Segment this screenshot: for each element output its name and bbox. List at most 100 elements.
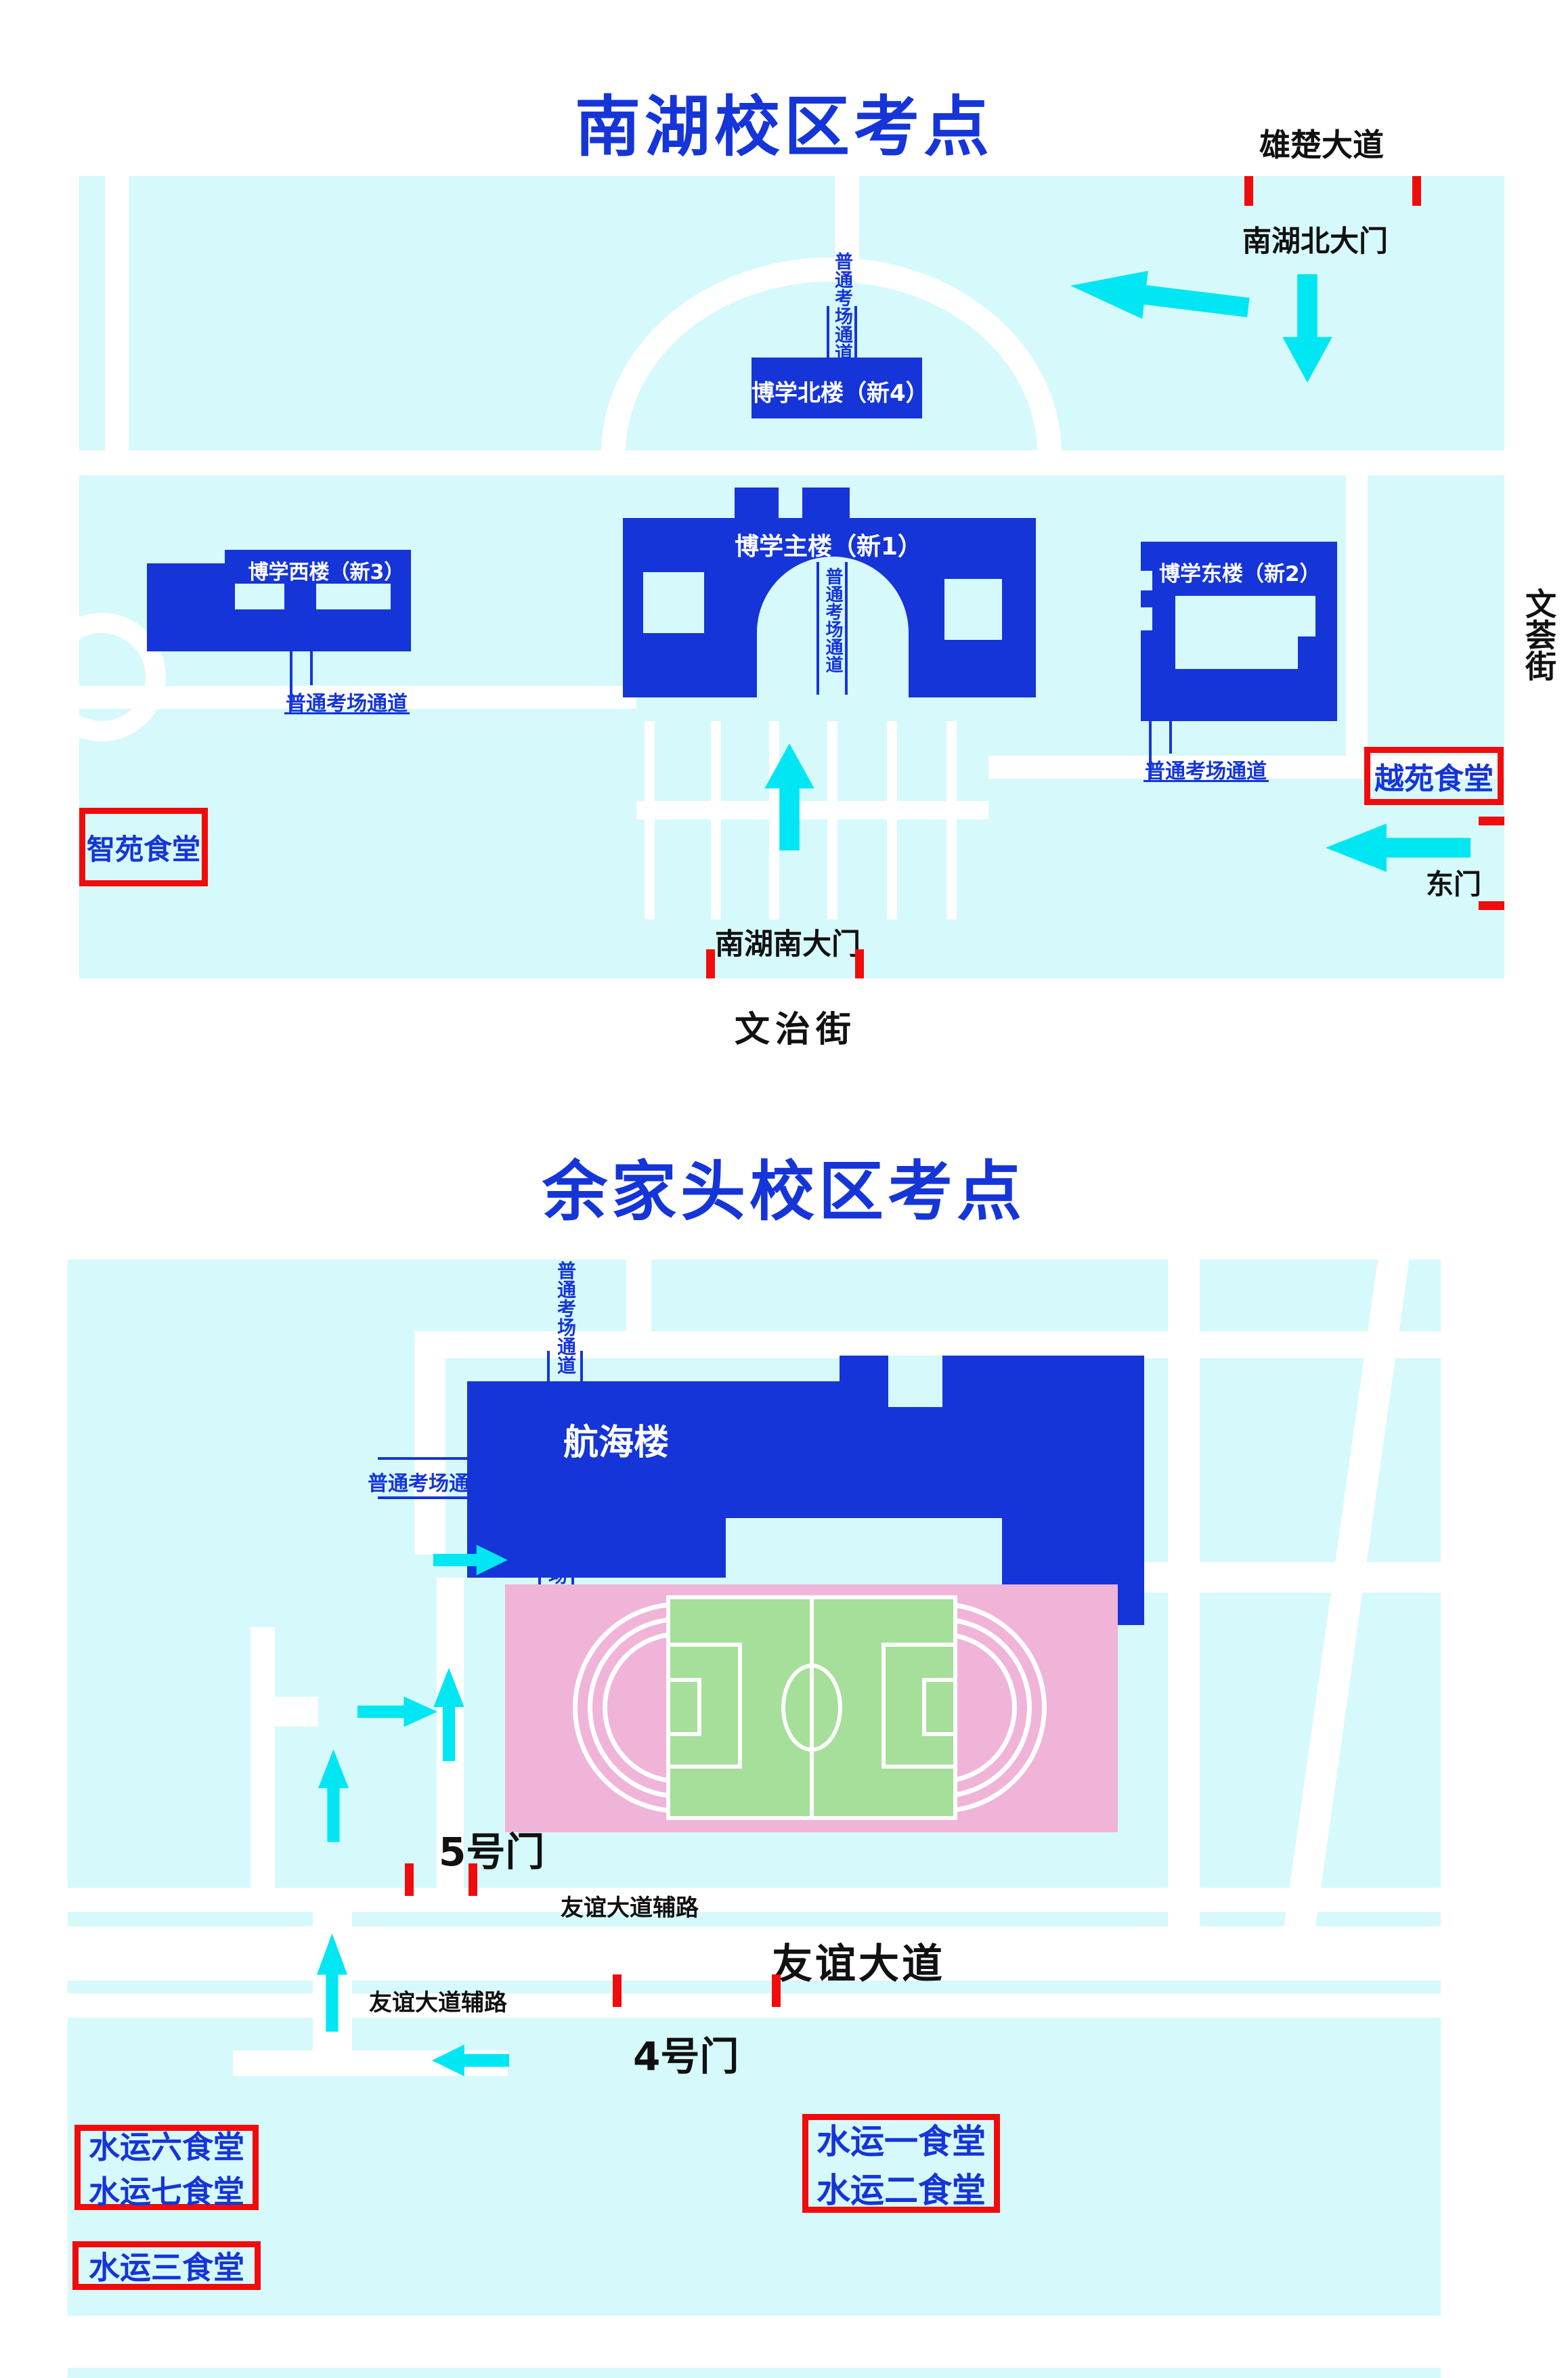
route-arrow-down-icon [1281, 274, 1334, 383]
corridor-line [290, 651, 292, 710]
canteen-label: 水运七食堂 [89, 2174, 244, 2210]
road-segment [1346, 475, 1368, 756]
map1-title: 南湖校区考点 [575, 89, 993, 165]
main-road-label: 友谊大道 [772, 1941, 945, 1988]
gate-marker-icon [855, 949, 864, 978]
field-goal-box [666, 1678, 701, 1736]
football-field [666, 1595, 957, 1820]
gate-south-label: 南湖南大门 [715, 928, 861, 961]
canteen-box-shuiyun-3: 水运三食堂 [72, 2241, 261, 2290]
corridor-underline [284, 712, 410, 714]
road-segment [645, 721, 655, 920]
corridor-label: 普通考场通道 [554, 1261, 577, 1375]
road-segment [887, 721, 897, 920]
route-arrow-up-icon [318, 1750, 350, 1842]
service-road-label: 友谊大道辅路 [369, 1989, 507, 2016]
building-courtyard [235, 584, 284, 609]
service-road [68, 1993, 1441, 2018]
corridor-label: 普通考场通道 [1145, 760, 1267, 783]
corridor-line [1169, 721, 1172, 754]
corridor-line [854, 306, 857, 359]
gate-marker-icon [1479, 817, 1504, 825]
road-segment [79, 686, 636, 709]
service-road [68, 1888, 1441, 1912]
road-segment [827, 721, 837, 920]
corridor-label: 普通考场通道 [368, 1472, 489, 1496]
gate-marker-icon [405, 1863, 414, 1896]
building-boxue-north-label: 博学北楼（新4） [752, 380, 929, 407]
road-segment [636, 801, 988, 819]
gate-marker-icon [1479, 901, 1504, 910]
corridor-line [1078, 1479, 1081, 1559]
road-segment [769, 721, 779, 920]
field-center-circle [781, 1664, 842, 1752]
building-boxue-main [735, 488, 779, 521]
corridor-line [580, 1351, 583, 1381]
road-segment [1144, 1562, 1441, 1593]
corridor-underline [1144, 780, 1269, 782]
road-segment [251, 1627, 275, 1888]
building-hanghai-label: 航海楼 [563, 1423, 669, 1463]
building-hanghai [840, 1356, 1144, 1396]
main-road [68, 1926, 1441, 1981]
canteen-box-yueyuan: 越苑食堂 [1364, 747, 1504, 805]
street-wenhui-label: 文荟街 [1521, 588, 1557, 681]
building-arch-passage [757, 557, 909, 697]
corridor-line [378, 1496, 467, 1499]
building-boxue-east-label: 博学东楼（新2） [1159, 562, 1321, 586]
corridor-label: 普通考场通道 [286, 692, 408, 716]
road-segment [626, 1259, 651, 1334]
building-courtyard [944, 579, 1002, 640]
map2-title: 余家头校区考点 [542, 1154, 1026, 1230]
canteen-box-shuiyun-6-7: 水运六食堂 水运七食堂 [74, 2125, 259, 2210]
route-arrow-right-icon [357, 1696, 437, 1727]
corridor-label: 普通考场通道 [1052, 1482, 1074, 1595]
road-segment [1168, 1259, 1200, 1926]
building-courtyard [1175, 596, 1298, 669]
building-courtyard [1136, 607, 1152, 630]
map1-nanhu-campus: 博学北楼（新4） 普通考场通道 博学主楼（新1） 普通考场通道 博学西楼（新3）… [79, 176, 1504, 978]
building-courtyard [316, 584, 391, 609]
canteen-box-shuiyun-1-2: 水运一食堂 水运二食堂 [802, 2114, 1000, 2213]
gate4-label: 4号门 [633, 2033, 739, 2079]
stadium [505, 1584, 1118, 1832]
building-boxue-north [752, 358, 922, 418]
road-segment [988, 756, 1504, 779]
road-segment [946, 721, 957, 920]
corridor-line [845, 562, 848, 695]
gate-marker-icon [706, 949, 715, 978]
street-xiongchu-label: 雄楚大道 [1259, 127, 1384, 163]
gate-marker-icon [772, 1974, 781, 2007]
building-hanghai [467, 1381, 1144, 1518]
building-courtyard [1136, 571, 1152, 590]
road-segment [835, 176, 859, 271]
building-courtyard [1298, 596, 1315, 636]
building-boxue-main [802, 488, 850, 521]
building-hanghai [467, 1518, 726, 1578]
corridor-line [378, 1457, 467, 1460]
building-notch [888, 1356, 942, 1407]
building-courtyard [643, 572, 704, 633]
road-segment [79, 450, 1504, 475]
canteen-yueyuan-label: 越苑食堂 [1374, 762, 1494, 796]
gate-marker-icon [613, 1974, 622, 2007]
building-boxue-main-label: 博学主楼（新1） [735, 533, 923, 561]
gate-north-label: 南湖北大门 [1242, 225, 1388, 259]
canteen-box-zhiyuan: 智苑食堂 [79, 808, 208, 886]
road-segment [711, 721, 721, 920]
road-segment [105, 176, 129, 474]
road-segment [414, 1331, 445, 1555]
corridor-line [827, 306, 829, 359]
street-wenzhi-label: 文治街 [735, 1010, 857, 1050]
road-segment [414, 1331, 1441, 1358]
gate-marker-icon [1244, 176, 1253, 206]
corridor-line [547, 1351, 550, 1381]
field-goal-box [922, 1678, 957, 1736]
corridor-label: 普通考场通道 [831, 252, 852, 362]
corridor-line [538, 1503, 541, 1588]
road-segment [251, 1697, 318, 1727]
canteen-zhiyuan-label: 智苑食堂 [86, 832, 200, 866]
route-arrow-left-icon [1067, 260, 1251, 333]
corridor-line [1149, 721, 1152, 779]
road-segment [1282, 1259, 1410, 1943]
